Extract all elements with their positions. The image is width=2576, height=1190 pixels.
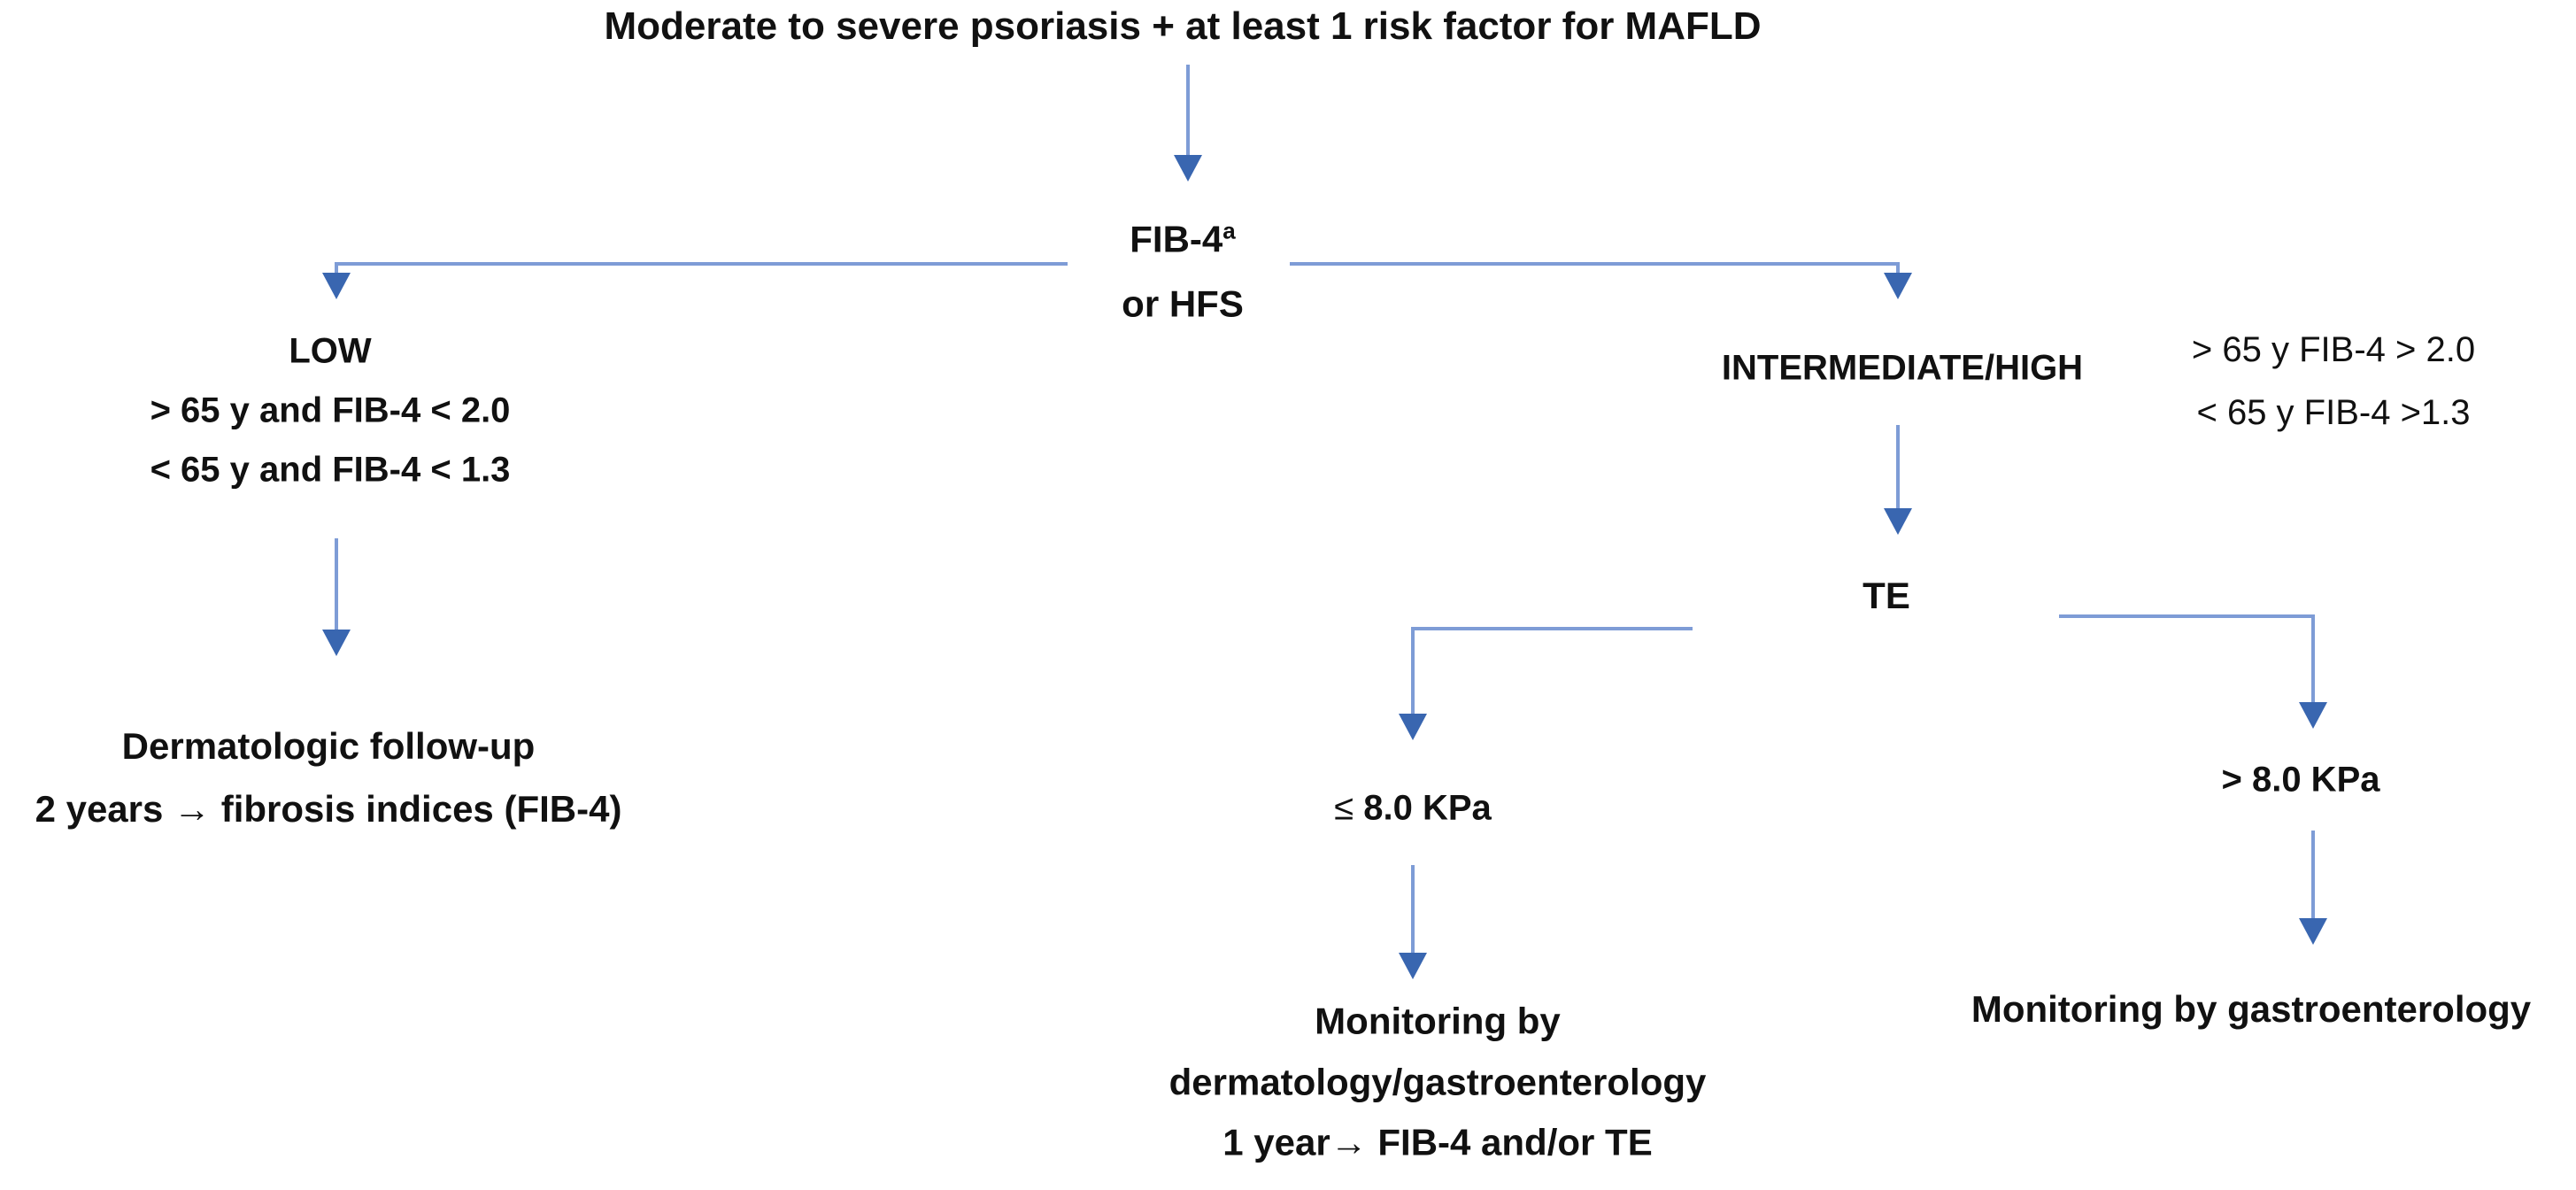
te-high-result-node: > 8.0 KPa: [2221, 760, 2380, 800]
arrow-down-icon: [1884, 508, 1912, 535]
fib4-node: FIB-4a or HFS: [1122, 199, 1244, 336]
followup-line-2: 2 years → fibrosis indices (FIB-4): [35, 788, 622, 830]
connector-fib4-to-intermediate: [1290, 262, 1912, 299]
connector-title-to-fib4: [1174, 65, 1202, 182]
arrow-down-icon: [2299, 918, 2327, 945]
connector-te-to-le8: [1399, 627, 1693, 740]
monitoring-line-3: 1 year→ FIB-4 and/or TE: [1222, 1121, 1653, 1163]
low-criterion-2: < 65 y and FIB-4 < 1.3: [150, 450, 511, 490]
te-node: TE: [1863, 575, 1910, 616]
connector-low-to-followup: [322, 538, 351, 656]
te-low-value: 8.0 KPa: [1363, 788, 1492, 828]
low-label: LOW: [289, 331, 372, 371]
hfs-label: or HFS: [1122, 282, 1244, 325]
intermediate-high-criteria: > 65 y FIB-4 > 2.0 < 65 y FIB-4 >1.3: [2192, 319, 2475, 444]
low-criterion-1: > 65 y and FIB-4 < 2.0: [150, 390, 511, 430]
arrow-down-icon: [1399, 714, 1427, 740]
arrow-down-icon: [322, 273, 351, 299]
arrow-down-icon: [322, 630, 351, 656]
fib4-label: FIB-4a: [1130, 217, 1236, 260]
intermediate-criterion-1: > 65 y FIB-4 > 2.0: [2191, 330, 2476, 369]
followup-line-1: Dermatologic follow-up: [121, 725, 536, 767]
monitoring-derm-gastro-node: Monitoring by dermatology/gastroenterolo…: [1169, 991, 1707, 1173]
connector-te-to-gt8: [2059, 614, 2327, 729]
arrow-down-icon: [1884, 273, 1912, 299]
footnote-marker: a: [1222, 217, 1236, 244]
connector-gt8-to-monitoring: [2299, 831, 2327, 945]
connector-fib4-to-low: [322, 262, 1068, 299]
te-low-result-node: ≤ 8.0 KPa: [1334, 789, 1492, 829]
less-equal-sign: ≤: [1334, 788, 1364, 828]
root-node-title: Moderate to severe psoriasis + at least …: [604, 4, 1762, 48]
low-risk-node: LOW > 65 y and FIB-4 < 2.0 < 65 y and FI…: [150, 322, 511, 500]
connector-le8-to-monitoring: [1399, 865, 1427, 979]
intermediate-criterion-2: < 65 y FIB-4 >1.3: [2196, 393, 2471, 432]
monitoring-gastro-node: Monitoring by gastroenterology: [1971, 988, 2532, 1030]
intermediate-high-node: INTERMEDIATE/HIGH: [1721, 348, 2084, 388]
dermatologic-followup-node: Dermatologic follow-up 2 years → fibrosi…: [35, 715, 622, 840]
arrow-down-icon: [1399, 953, 1427, 979]
monitoring-line-2: dermatology/gastroenterology: [1168, 1060, 1707, 1102]
arrow-down-icon: [1174, 155, 1202, 182]
monitoring-line-1: Monitoring by: [1315, 1000, 1561, 1042]
arrow-down-icon: [2299, 702, 2327, 729]
connector-intermediate-to-te: [1884, 425, 1912, 535]
